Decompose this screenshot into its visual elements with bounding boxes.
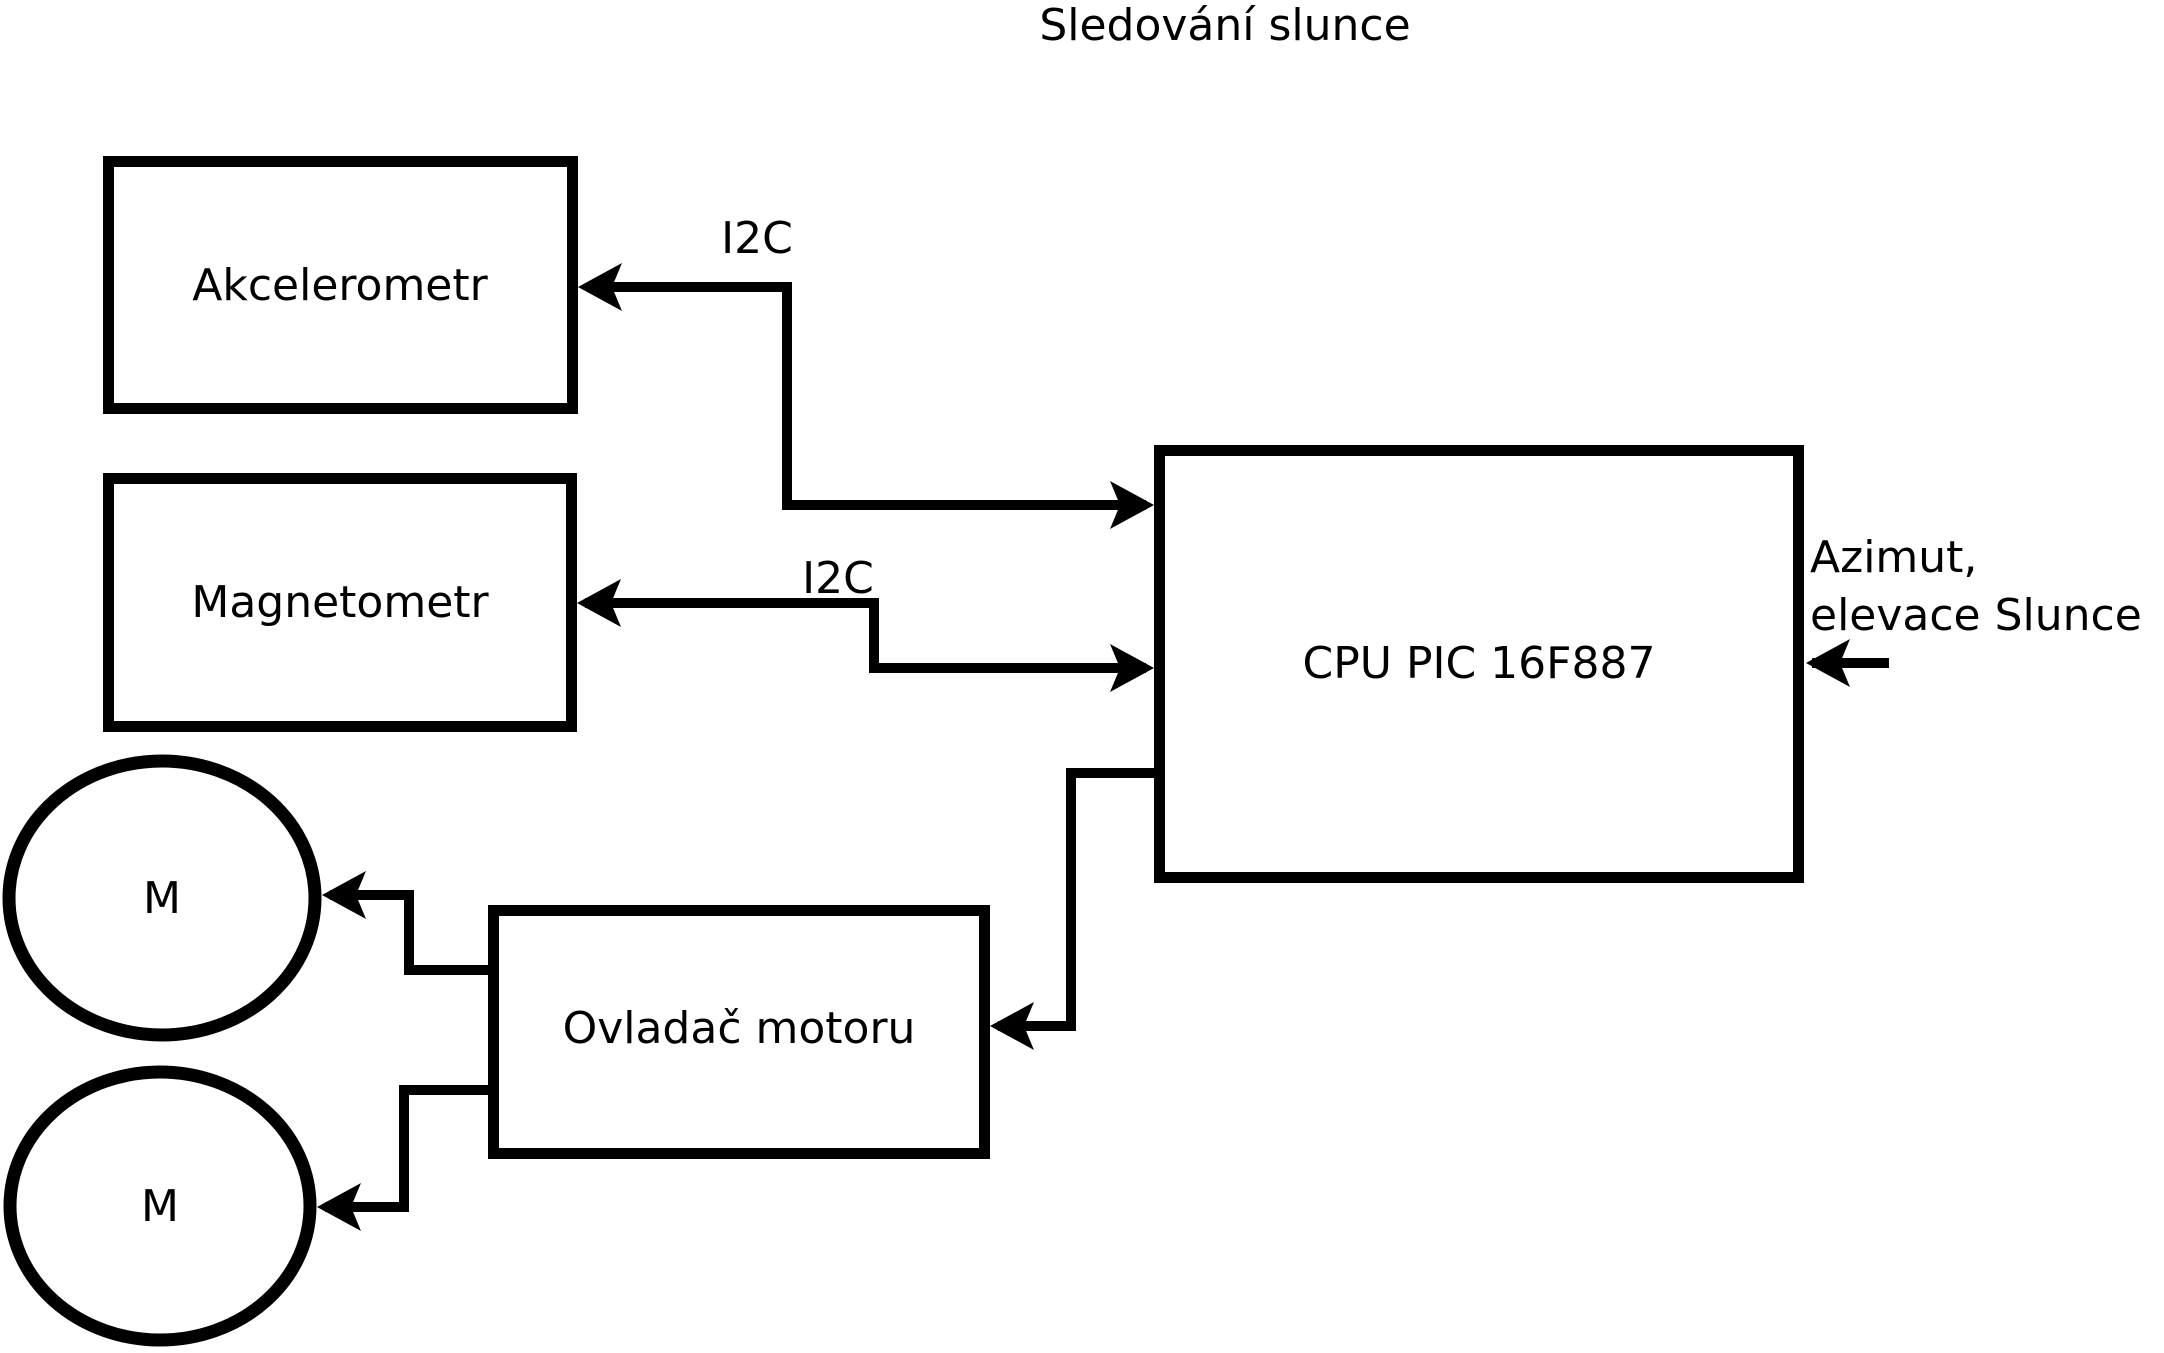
- motor2-circle: [3, 1065, 317, 1347]
- cpu-box: [1154, 445, 1804, 883]
- motor1-circle: [2, 754, 322, 1042]
- motor2-label: M: [141, 1181, 179, 1232]
- ovladac-to-motor1-line: [330, 890, 493, 975]
- cpu-to-ovladac-line: [998, 768, 1155, 1031]
- ovladac-box: [488, 905, 990, 1159]
- azimut-label-line2: elevace Slunce: [1810, 590, 2142, 641]
- i2c-magnetometr-label: I2C: [802, 553, 874, 604]
- arrowhead-left-icon: [317, 1183, 361, 1231]
- i2c-akcelerometr-line: [588, 282, 1146, 510]
- arrowhead-left-icon: [577, 579, 621, 627]
- magnetometr-box: [103, 473, 577, 732]
- cpu-label: CPU PIC 16F887: [1303, 638, 1656, 689]
- arrowhead-right-icon: [1110, 481, 1154, 529]
- arrowhead-left-icon: [1806, 639, 1850, 687]
- akcelerometr-label: Akcelerometr: [192, 260, 488, 311]
- arrowhead-right-icon: [1110, 644, 1154, 692]
- i2c-magnetometr-line: [585, 598, 1146, 673]
- arrowhead-left-icon: [322, 871, 366, 919]
- motor1-label: M: [143, 873, 181, 924]
- ovladac-label: Ovladač motoru: [563, 1003, 916, 1054]
- magnetometr-label: Magnetometr: [191, 577, 489, 628]
- akcelerometr-box: [103, 156, 578, 414]
- i2c-akcelerometr-label: I2C: [721, 213, 793, 264]
- arrowhead-left-icon: [578, 263, 622, 311]
- azimut-label-line1: Azimut,: [1810, 532, 1977, 583]
- ovladac-to-motor2-line: [325, 1085, 493, 1212]
- diagram-title: Sledování slunce: [1039, 0, 1410, 51]
- arrowhead-left-icon: [990, 1002, 1034, 1050]
